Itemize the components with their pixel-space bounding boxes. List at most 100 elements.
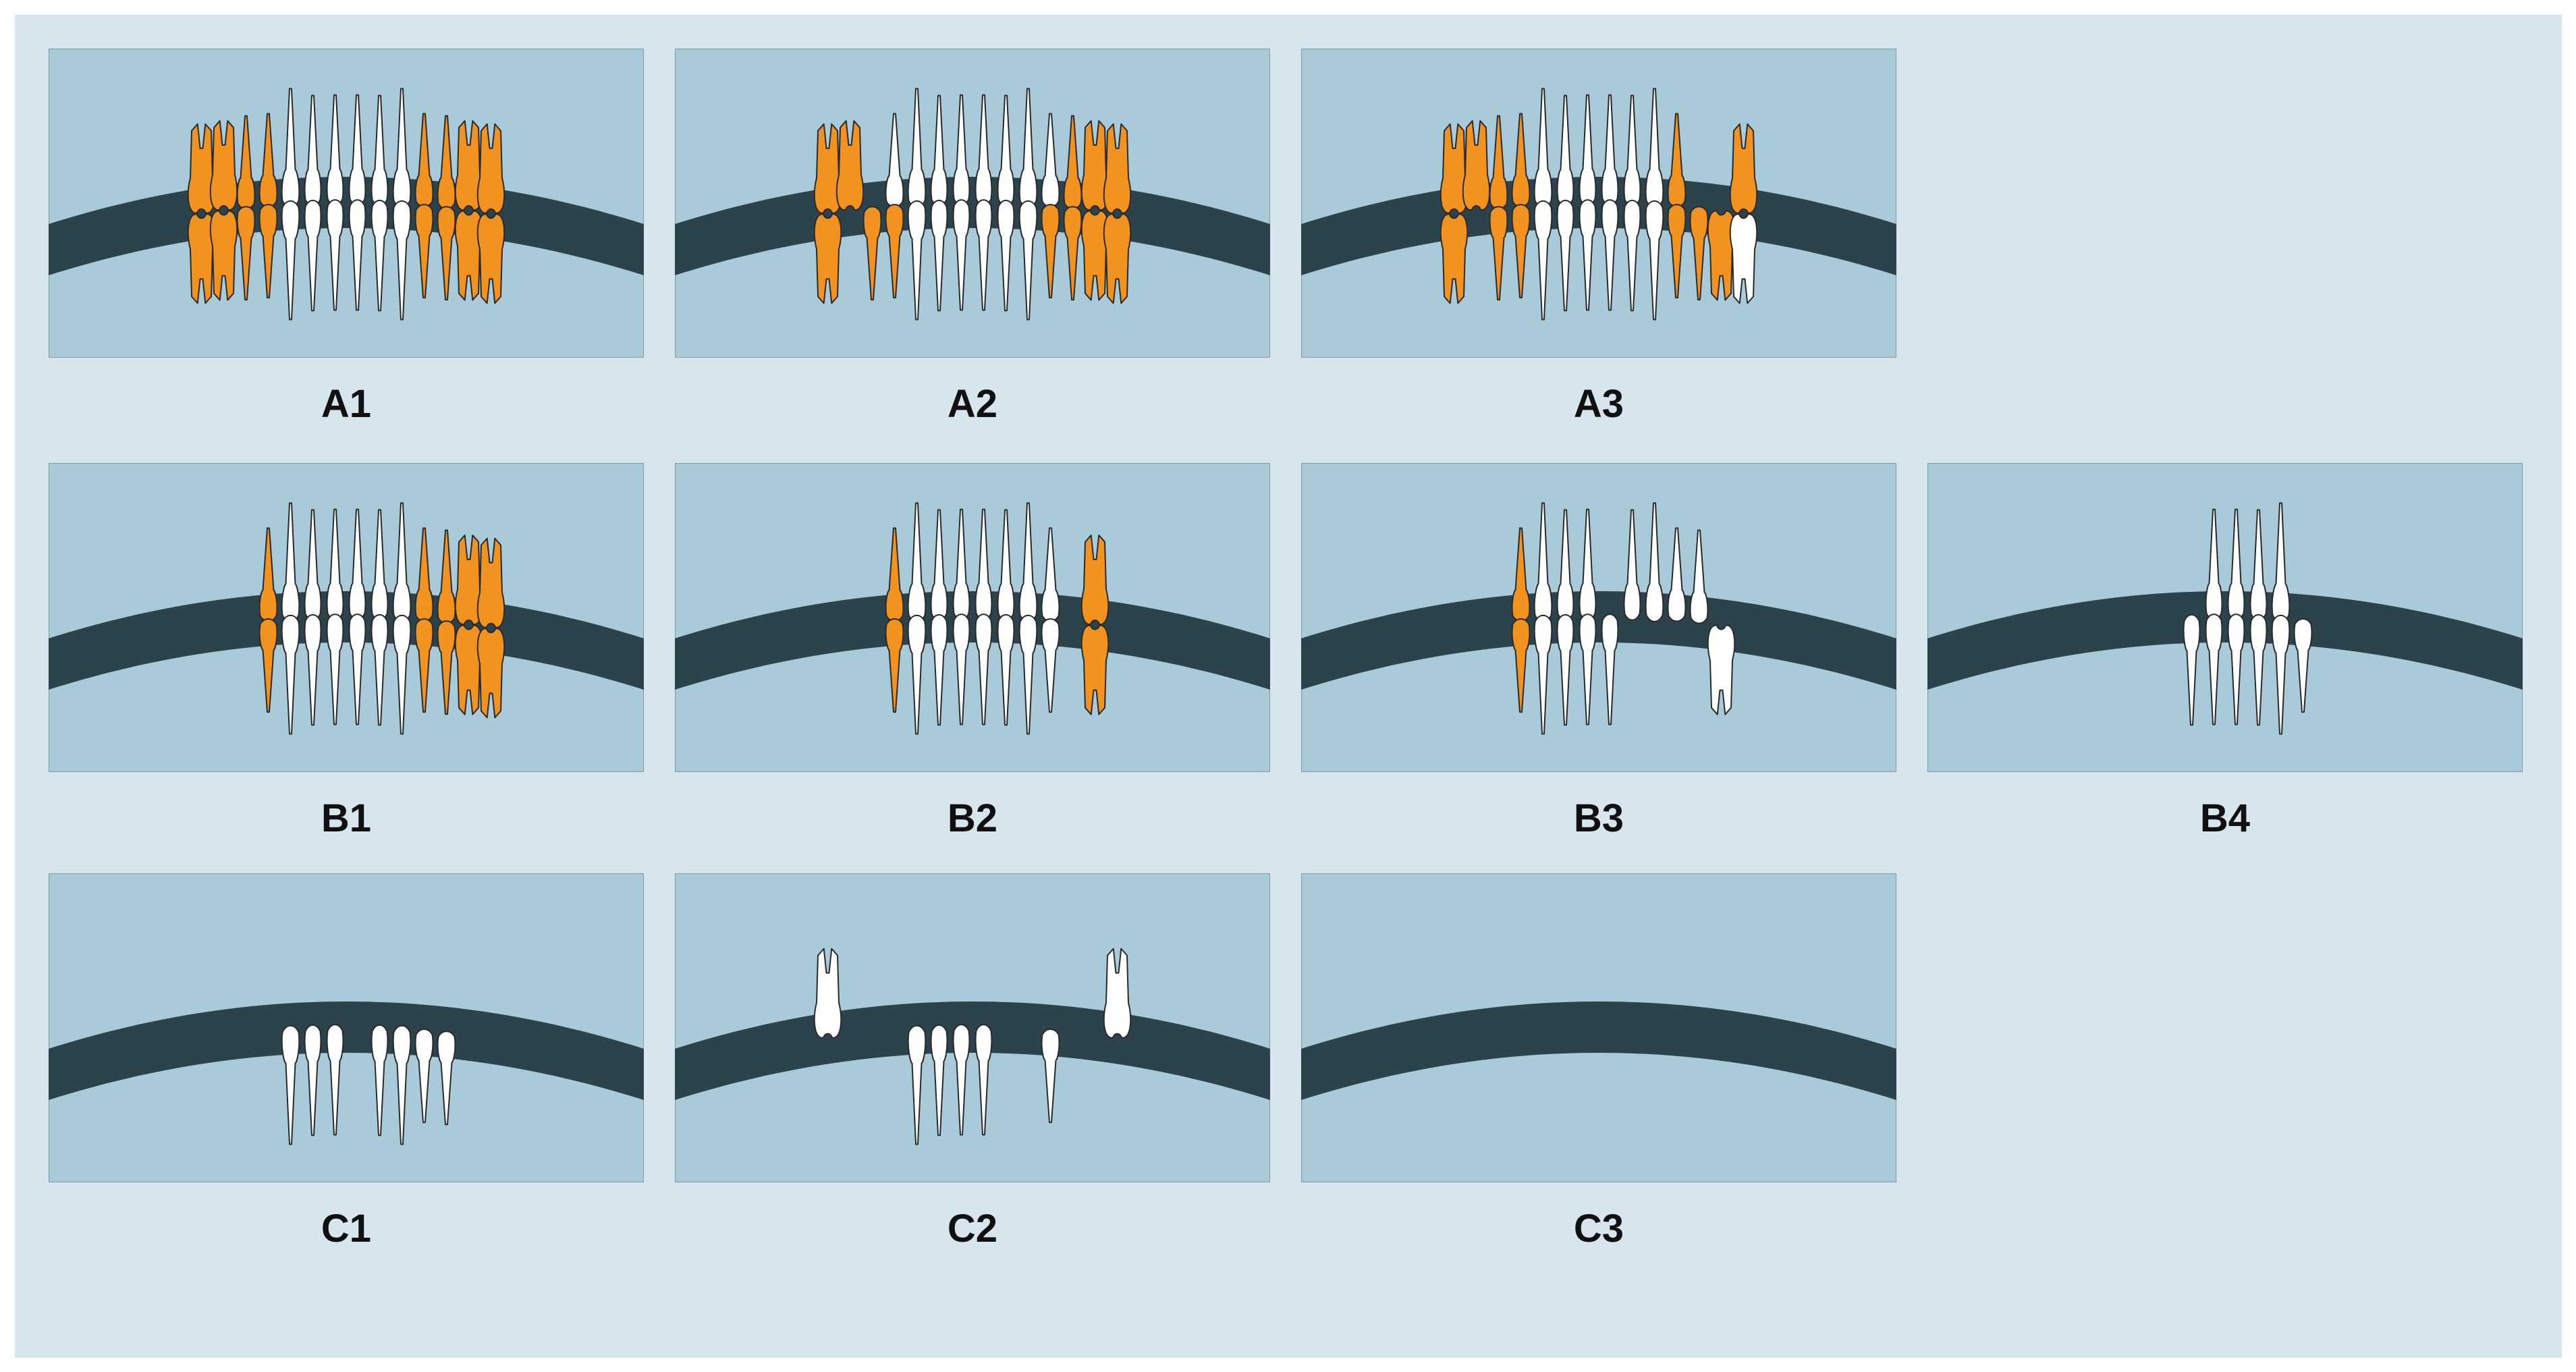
lower-tooth-9 — [1018, 200, 1038, 321]
panel-label: B2 — [947, 796, 998, 840]
lower-tooth-8 — [997, 200, 1015, 312]
lower-tooth-8 — [371, 200, 389, 312]
lower-tooth-3 — [258, 618, 278, 713]
lower-tooth-6 — [952, 1024, 970, 1136]
lower-tooth-6 — [326, 613, 344, 725]
lower-tooth-11 — [437, 620, 456, 715]
lower-tooth-3 — [1511, 204, 1531, 299]
dentition-icon — [675, 463, 1270, 772]
lower-tooth-9 — [392, 614, 412, 735]
upper-tooth-11 — [1689, 529, 1709, 624]
lower-tooth-8 — [371, 614, 389, 726]
lower-tooth-6 — [1579, 199, 1597, 311]
dentition-icon — [675, 49, 1270, 358]
panel-label: C3 — [1573, 1207, 1624, 1251]
lower-tooth-4 — [281, 614, 300, 735]
lower-tooth-13 — [476, 213, 505, 304]
lower-tooth-12 — [454, 210, 483, 301]
panel-c1 — [49, 873, 644, 1182]
lower-tooth-12 — [1080, 210, 1109, 301]
gum-band — [675, 591, 1270, 690]
upper-tooth-13 — [1103, 948, 1132, 1039]
lower-tooth-4 — [1533, 614, 1553, 735]
upper-tooth-1 — [209, 120, 238, 211]
lower-tooth-8 — [1623, 200, 1641, 312]
lower-tooth-2 — [236, 206, 256, 301]
panel-b2 — [675, 463, 1270, 772]
lower-tooth-0 — [813, 213, 842, 304]
lower-tooth-12 — [454, 624, 483, 715]
upper-tooth-0 — [813, 123, 842, 214]
panel-label: B3 — [1573, 796, 1624, 840]
upper-tooth-10 — [1667, 527, 1687, 622]
lower-tooth-13 — [476, 628, 505, 719]
lower-tooth-6 — [326, 199, 344, 311]
lower-tooth-11 — [437, 1031, 456, 1126]
dentition-icon — [1927, 463, 2523, 772]
upper-tooth-13 — [1729, 123, 1758, 214]
lower-tooth-10 — [1041, 204, 1060, 299]
lower-tooth-6 — [326, 1024, 344, 1136]
lower-tooth-7 — [1601, 199, 1619, 311]
upper-tooth-13 — [1103, 123, 1132, 214]
gum-band — [49, 1001, 644, 1100]
lower-tooth-7 — [348, 199, 366, 311]
panel-label: A1 — [321, 382, 372, 426]
dentition-icon — [49, 49, 644, 358]
dentition-icon — [675, 873, 1270, 1182]
lower-tooth-12 — [1707, 210, 1736, 301]
panel-b1 — [49, 463, 644, 772]
panel-label: B1 — [321, 796, 372, 840]
panel-label: A2 — [947, 382, 998, 426]
lower-tooth-5 — [304, 1024, 322, 1136]
lower-tooth-4 — [281, 200, 300, 321]
upper-tooth-13 — [476, 537, 505, 628]
upper-tooth-9 — [1645, 502, 1664, 622]
panel-c3 — [1301, 873, 1896, 1182]
panel-a3 — [1301, 49, 1896, 358]
lower-tooth-9 — [392, 1024, 412, 1145]
upper-tooth-8 — [1623, 509, 1641, 621]
lower-tooth-3 — [1511, 618, 1531, 713]
lower-tooth-4 — [907, 1024, 927, 1145]
upper-tooth-1 — [835, 120, 865, 211]
lower-tooth-10 — [414, 204, 434, 299]
upper-tooth-0 — [1440, 123, 1469, 214]
lower-tooth-7 — [1601, 613, 1619, 725]
lower-tooth-9 — [1018, 614, 1038, 735]
lower-tooth-11 — [437, 206, 456, 301]
dentition-icon — [1301, 463, 1896, 772]
lower-tooth-5 — [930, 1024, 948, 1136]
lower-tooth-4 — [907, 614, 927, 735]
panel-b3 — [1301, 463, 1896, 772]
lower-tooth-6 — [2205, 613, 2223, 725]
upper-tooth-1 — [1462, 120, 1491, 211]
lower-tooth-8 — [2249, 614, 2268, 726]
lower-tooth-13 — [1729, 213, 1758, 304]
lower-tooth-10 — [1041, 1028, 1060, 1124]
panel-label: C2 — [947, 1207, 998, 1251]
upper-tooth-0 — [813, 948, 842, 1039]
lower-tooth-5 — [1556, 200, 1574, 312]
lower-tooth-8 — [997, 614, 1015, 726]
panel-a2 — [675, 49, 1270, 358]
panel-label: C1 — [321, 1207, 372, 1251]
panel-label: B4 — [2199, 796, 2251, 840]
lower-tooth-7 — [975, 1024, 993, 1136]
lower-tooth-5 — [930, 200, 948, 312]
dentition-icon — [1301, 49, 1896, 358]
lower-tooth-11 — [1689, 206, 1709, 301]
upper-tooth-0 — [187, 123, 216, 214]
lower-tooth-8 — [371, 1024, 389, 1136]
lower-tooth-6 — [1579, 613, 1597, 725]
upper-tooth-12 — [454, 120, 483, 211]
lower-tooth-10 — [1667, 204, 1687, 299]
lower-tooth-9 — [2271, 614, 2291, 735]
panel-label: A3 — [1573, 382, 1624, 426]
gum-band — [1301, 591, 1896, 690]
lower-tooth-10 — [414, 1028, 434, 1124]
panel-a1 — [49, 49, 644, 358]
lower-tooth-5 — [1556, 614, 1574, 726]
lower-tooth-6 — [952, 199, 970, 311]
